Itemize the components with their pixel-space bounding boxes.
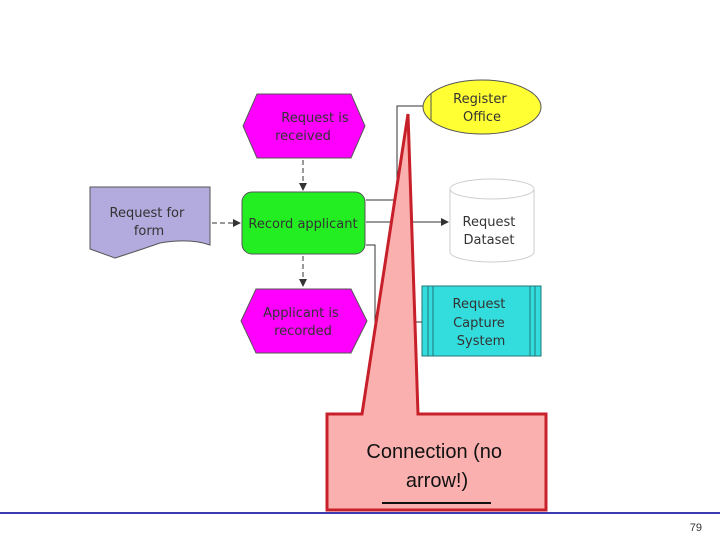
document-request-for-form (89, 186, 211, 259)
event-request-received-label: Request is received (275, 111, 353, 144)
function-record-applicant (241, 191, 366, 255)
event-applicant-recorded-label: Applicant is recorded (263, 306, 343, 339)
document-request-for-form-label: Request for form (110, 206, 189, 239)
event-applicant-recorded (240, 288, 368, 354)
function-record-applicant-label: Record applicant (248, 217, 357, 232)
connection-line-org-unit (366, 105, 423, 201)
callout-box (325, 113, 548, 512)
footer-rule (0, 512, 720, 514)
system-request-capture (421, 285, 542, 357)
datastore-request-dataset-label: Request Dataset (463, 215, 520, 248)
callout-text: Connection (no arrow!) (366, 441, 507, 492)
org-unit-register-office-label: Register Office (453, 92, 511, 125)
system-request-capture-label: Request Capture System (453, 297, 510, 349)
org-unit-register-office (422, 79, 542, 135)
page-number: 79 (689, 522, 702, 534)
event-request-received (242, 93, 366, 159)
datastore-request-dataset (449, 178, 535, 263)
